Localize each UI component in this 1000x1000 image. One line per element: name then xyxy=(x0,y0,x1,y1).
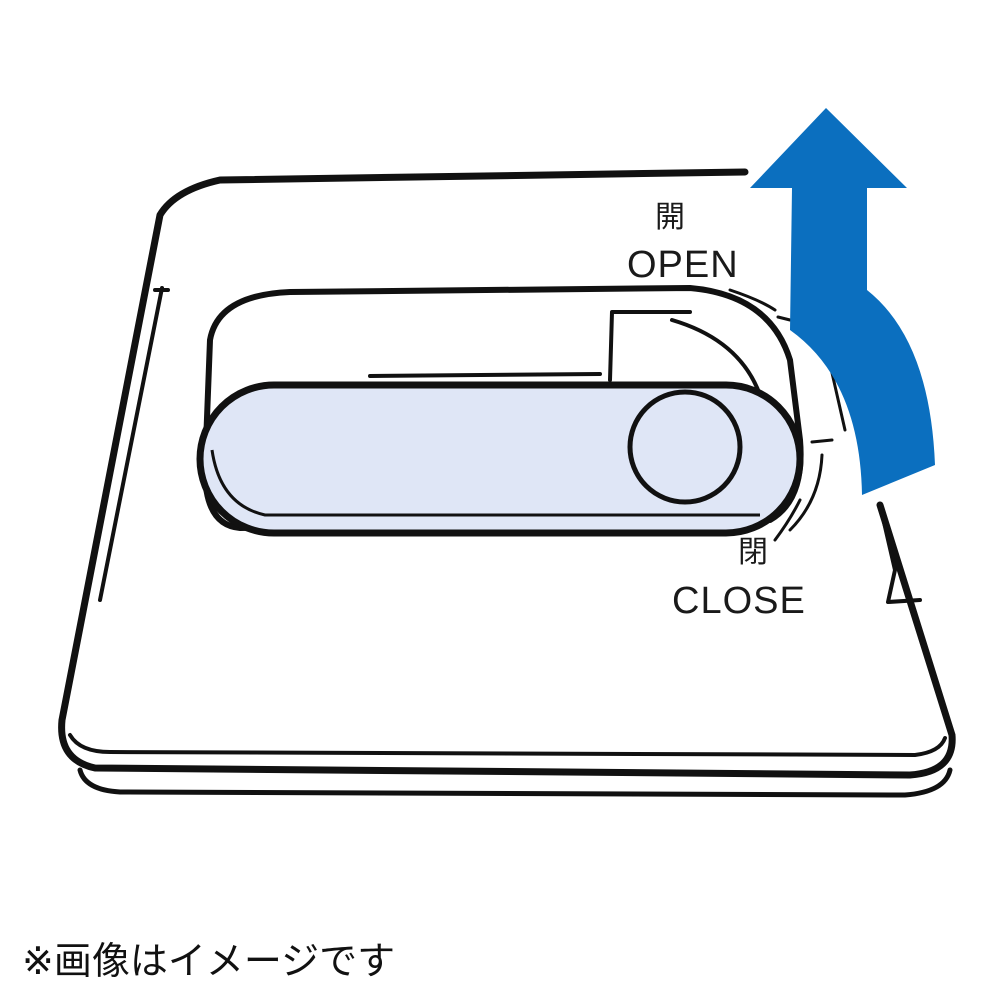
close-kanji-label: 閉 xyxy=(738,536,768,569)
open-tick-mark xyxy=(776,315,792,322)
close-tick-mark xyxy=(810,438,834,444)
housing-curve xyxy=(670,318,762,397)
lever-handle-shadow xyxy=(210,449,760,517)
tray-inner-left xyxy=(98,286,164,602)
tray-bottom-rim xyxy=(68,733,947,757)
tray-inner-right xyxy=(878,503,922,604)
lever-knob xyxy=(627,389,743,505)
open-label: OPEN xyxy=(627,244,739,286)
close-tick-mark xyxy=(788,453,824,532)
close-tick-mark xyxy=(773,498,802,542)
close-label: CLOSE xyxy=(672,580,806,622)
open-direction-arrow-icon xyxy=(750,108,935,495)
open-tick-mark xyxy=(728,288,777,312)
image-disclaimer-caption: ※画像はイメージです xyxy=(22,939,396,983)
housing-groove xyxy=(368,372,602,378)
tray-outline xyxy=(58,168,956,779)
tray-base xyxy=(77,767,953,798)
housing-step xyxy=(608,310,692,382)
open-kanji-label: 開 xyxy=(655,201,685,234)
